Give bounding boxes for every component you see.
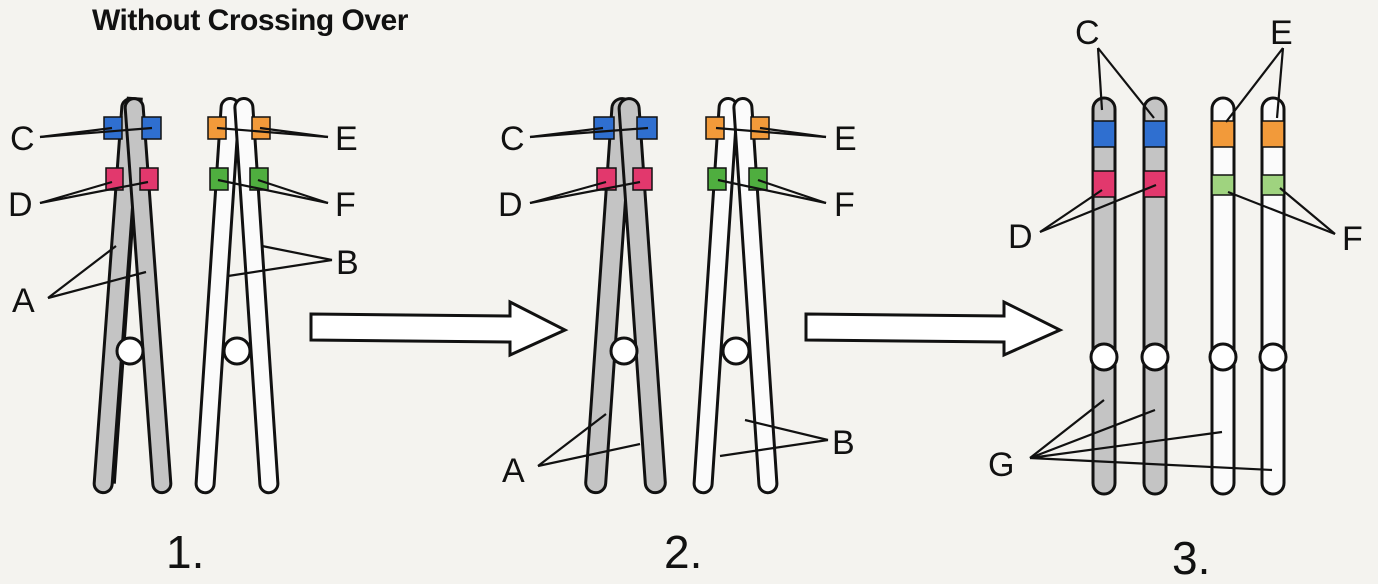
label-F-3: F — [1342, 220, 1363, 258]
process-arrow-2 — [806, 302, 1060, 355]
step-3-label: 3. — [1172, 532, 1210, 584]
stage-1: C D A E F B 1. — [8, 98, 359, 578]
step-2-label: 2. — [664, 526, 702, 578]
label-D-3: D — [1008, 218, 1033, 256]
label-A-2: A — [502, 452, 525, 490]
stage-2: C D A E F B 2. — [498, 98, 857, 578]
label-E-2: E — [834, 120, 857, 158]
step-1-label: 1. — [166, 526, 204, 578]
label-F-2: F — [834, 186, 855, 224]
stage-3: C E D F G 3. — [988, 14, 1363, 584]
diagram-title: Without Crossing Over — [92, 4, 409, 37]
label-A-1: A — [12, 282, 35, 320]
label-F-1: F — [335, 186, 356, 224]
label-E-3: E — [1270, 14, 1293, 52]
label-C-2: C — [500, 120, 525, 158]
chromosome-B-stage-1 — [196, 98, 279, 493]
label-B-2: B — [832, 424, 855, 462]
label-B-1: B — [336, 244, 359, 282]
label-G-3: G — [988, 446, 1014, 484]
chromatids-G-stage-3 — [1091, 98, 1286, 494]
process-arrow-1 — [311, 302, 565, 355]
chromosome-B-stage-2 — [694, 98, 778, 493]
chromosome-A-stage-1 — [94, 98, 172, 493]
label-C-1: C — [10, 120, 35, 158]
label-C-3: C — [1075, 14, 1100, 52]
label-D-2: D — [498, 186, 523, 224]
chromosome-A-stage-2 — [585, 98, 666, 493]
label-D-1: D — [8, 186, 33, 224]
label-E-1: E — [335, 120, 358, 158]
band-F — [210, 168, 228, 190]
